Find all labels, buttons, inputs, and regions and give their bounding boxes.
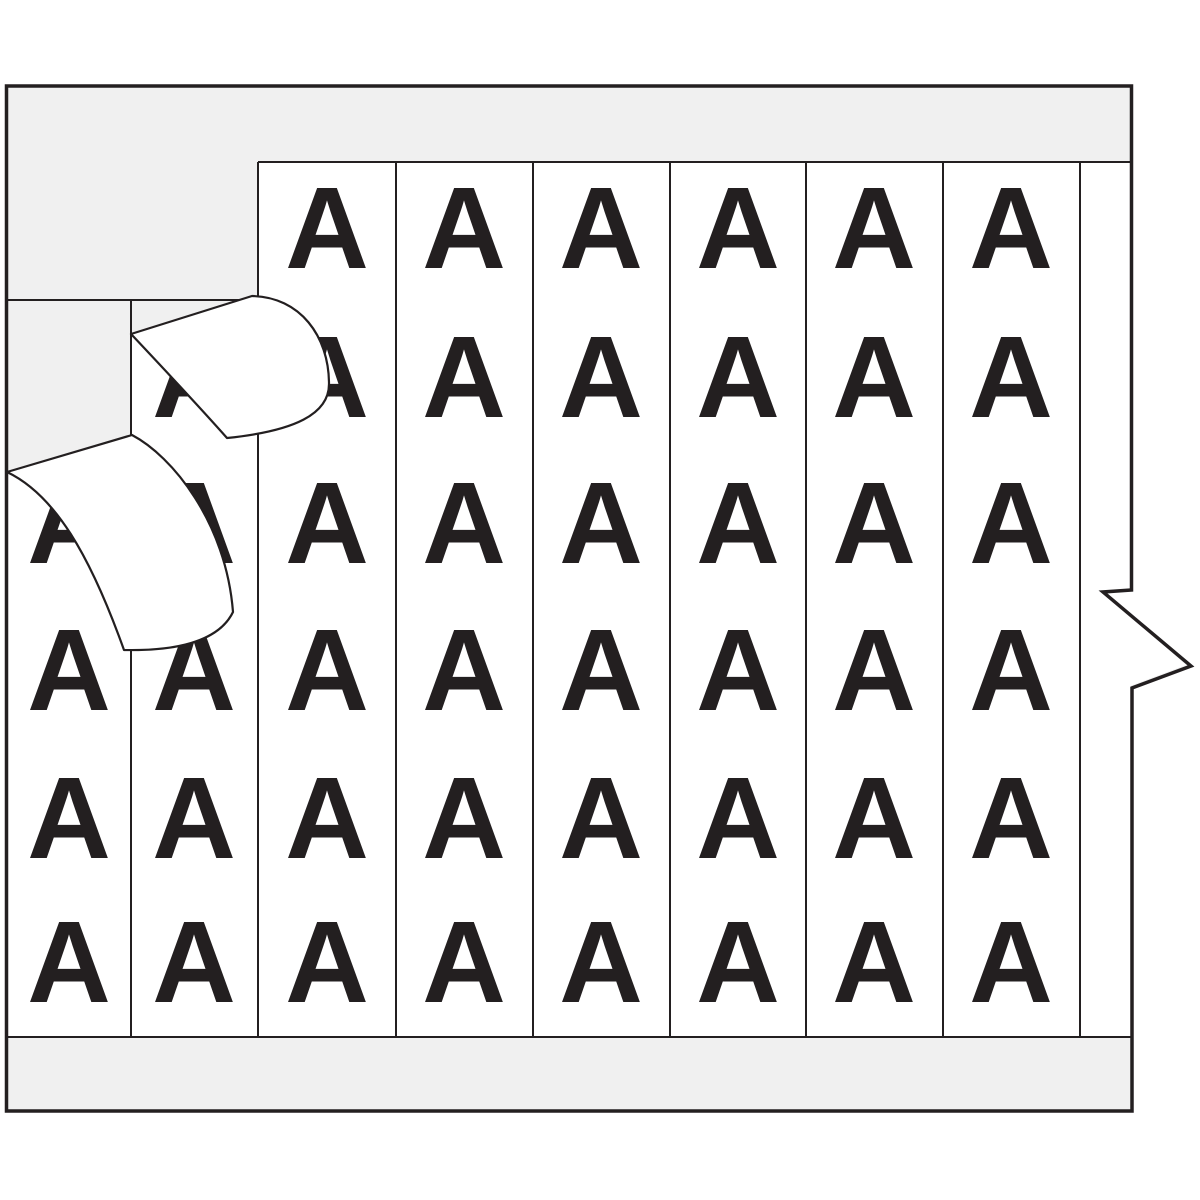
label-letter: A (285, 897, 369, 1027)
label-letter: A (152, 897, 236, 1027)
label-letter: A (832, 163, 916, 293)
label-letter: A (832, 897, 916, 1027)
label-letter: A (559, 312, 643, 442)
peeled-label-upper (129, 294, 331, 440)
label-letter: A (285, 163, 369, 293)
label-letter: A (422, 753, 506, 883)
label-letter: A (559, 458, 643, 588)
label-letter: A (969, 458, 1053, 588)
label-strip-areas (7, 162, 1186, 1037)
label-letter: A (559, 897, 643, 1027)
notch-flap-area (1106, 591, 1186, 686)
label-letter: A (422, 163, 506, 293)
label-letter: A (969, 897, 1053, 1027)
card-outline (4, 84, 1195, 1113)
label-letter: A (422, 897, 506, 1027)
label-letter: A (422, 605, 506, 735)
label-letter: A (27, 897, 111, 1027)
main-label-area (258, 162, 1131, 1037)
label-letter: A (285, 753, 369, 883)
label-letter: A (696, 897, 780, 1027)
label-letter: A (696, 605, 780, 735)
label-letter: A (422, 312, 506, 442)
label-letter: A (285, 605, 369, 735)
label-letter: A (696, 753, 780, 883)
label-letter: A (696, 312, 780, 442)
label-letter: A (559, 753, 643, 883)
label-letter: A (832, 605, 916, 735)
label-letter: A (969, 312, 1053, 442)
label-letter: A (969, 605, 1053, 735)
label-letter: A (696, 458, 780, 588)
label-letter: A (832, 458, 916, 588)
label-letter: A (696, 163, 780, 293)
label-letter: A (832, 753, 916, 883)
label-letter: A (152, 753, 236, 883)
label-letter: A (285, 458, 369, 588)
label-letter: A (559, 163, 643, 293)
label-letter: A (559, 605, 643, 735)
label-letter: A (832, 312, 916, 442)
peeled-label-lower (5, 433, 235, 652)
label-letter: A (422, 458, 506, 588)
label-letter: A (27, 753, 111, 883)
label-letter: A (969, 163, 1053, 293)
label-letter: A (969, 753, 1053, 883)
label-letter: A (27, 605, 111, 735)
